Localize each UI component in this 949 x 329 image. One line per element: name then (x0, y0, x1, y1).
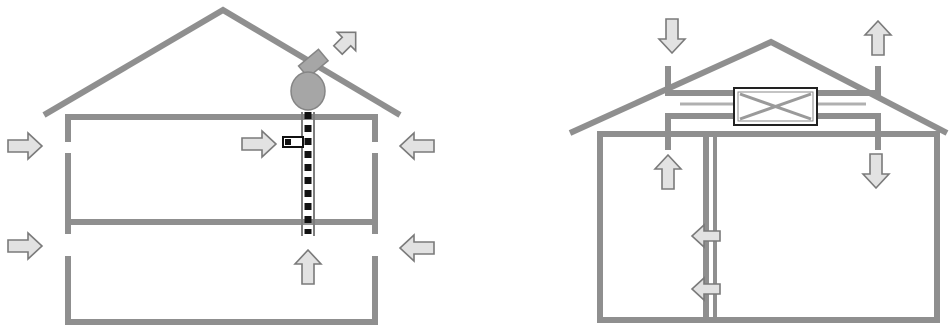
heat-exchanger-cross-b (739, 92, 812, 121)
inlet-arrow-east-lower (398, 233, 435, 263)
extract-duct (817, 113, 881, 150)
right-roof (568, 38, 949, 136)
left-exterior-wall-west (65, 114, 378, 142)
duct-branch-grille (282, 136, 304, 148)
heat-exchanger-inner (737, 91, 814, 122)
inlet-arrow-east-upper (398, 131, 435, 161)
supply-to-room-arrow (861, 153, 891, 190)
supply-duct (665, 113, 734, 150)
inlet-arrow-west-lower (7, 231, 44, 261)
exhaust-air-duct (817, 66, 881, 96)
duct-branch-grille-fill (285, 139, 291, 145)
fan-outlet-pipe (297, 48, 330, 79)
exhaust-out-arrow (332, 31, 357, 56)
exhaust-ventilation-house (7, 6, 435, 325)
left-roof (42, 6, 402, 118)
extract-from-room-arrow (653, 153, 683, 190)
transfer-arrow-upper (690, 223, 721, 249)
outdoor-air-in-arrow (657, 18, 687, 55)
right-exterior-wall (597, 131, 940, 322)
heat-recovery-ventilation-house (568, 18, 949, 323)
heat-exchanger (733, 87, 818, 126)
exhaust-air-out-arrow (863, 19, 893, 56)
duct-intake-arrow-upper (241, 129, 278, 159)
duct-intake-arrow-lower (293, 248, 323, 285)
exhaust-fan-icon (290, 71, 326, 111)
transfer-arrow-lower (690, 276, 721, 302)
inlet-arrow-west-upper (7, 131, 44, 161)
outdoor-air-duct (665, 66, 734, 96)
